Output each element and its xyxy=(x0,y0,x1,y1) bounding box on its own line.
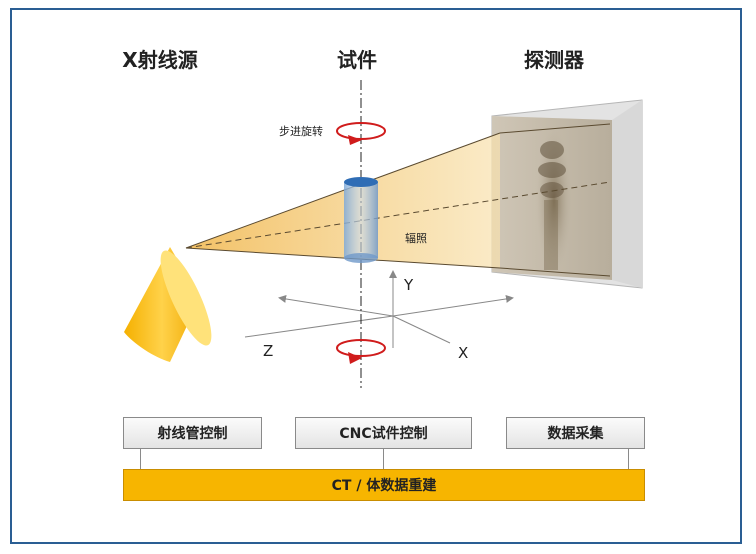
axis-label-x: X xyxy=(458,344,468,362)
xray-source xyxy=(124,245,221,362)
connector-cnc xyxy=(383,449,384,469)
heading-specimen: 试件 xyxy=(337,44,377,73)
coordinate-axes xyxy=(245,272,512,348)
axis-label-z: Z xyxy=(263,342,273,360)
ct-reconstruction-bar: CT / 体数据重建 xyxy=(123,469,645,501)
connector-acquisition xyxy=(628,449,629,469)
specimen-cylinder xyxy=(344,177,378,263)
connector-tube xyxy=(140,449,141,469)
tube-control-box: 射线管控制 xyxy=(123,417,262,449)
axis-label-y: Y xyxy=(404,276,413,294)
cnc-control-box: CNC试件控制 xyxy=(295,417,472,449)
heading-detector: 探测器 xyxy=(524,44,584,73)
irradiation-label: 辐照 xyxy=(405,230,427,246)
heading-xray-source: X射线源 xyxy=(122,44,197,73)
specimen-shadow xyxy=(536,128,572,274)
data-acquisition-box: 数据采集 xyxy=(506,417,645,449)
detector-panel xyxy=(492,100,642,288)
step-rotation-label: 步进旋转 xyxy=(279,123,323,139)
